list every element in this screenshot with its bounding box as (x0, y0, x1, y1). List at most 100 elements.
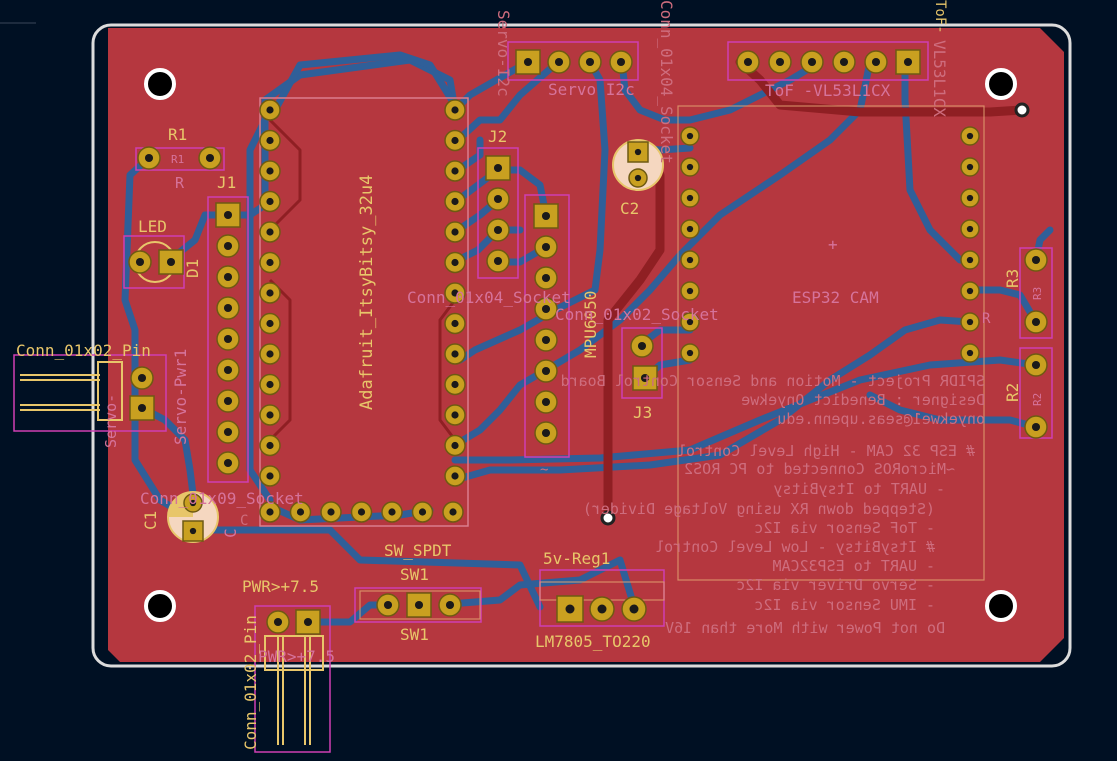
pad-drill (686, 194, 694, 202)
mir-tilde: ~ (540, 462, 548, 478)
pad-drill (166, 257, 176, 267)
pad-drill (449, 508, 457, 516)
pad-drill (686, 256, 694, 264)
reg-val: LM7805_TO220 (535, 632, 651, 651)
pad-drill (565, 604, 575, 614)
pad-drill (266, 197, 274, 206)
pad-drill (871, 57, 881, 67)
pad-drill (205, 153, 215, 163)
pad-drill (839, 57, 849, 67)
pwr-val: Conn_01x02_Pin (241, 615, 260, 750)
pad-drill (451, 411, 459, 419)
pad-drill (223, 303, 233, 313)
j2-val: Conn_01x04_Socket (407, 288, 571, 307)
c2-ref: C2 (620, 199, 639, 218)
pad-drill (541, 211, 551, 221)
pad-drill (266, 411, 274, 419)
pad-drill (266, 258, 274, 267)
j3-val: Conn_01x02_Socket (555, 305, 719, 324)
module-outlines (259, 97, 985, 620)
pad-drill (451, 289, 459, 297)
sw1-ref: SW1 (400, 565, 429, 584)
pad-drill (493, 256, 503, 266)
r1-fab: R (175, 174, 185, 192)
pad-drill (451, 258, 459, 267)
note-line: - UART to ESP32CAM (772, 557, 935, 575)
note-line: SPIDR Project - Motion and Sensor Contro… (561, 372, 985, 390)
pad-drill (414, 600, 424, 610)
tof-label: ToF -VL53L1CX (765, 81, 891, 100)
vias (600, 102, 1030, 526)
pad-drill (223, 210, 233, 220)
note-line: # ItsyBitsy - Low Level Control (655, 538, 935, 556)
pad-drill (266, 228, 274, 236)
silkscreen-labels: R1 R1 R LED D1 J1 Conn_01x09_Socket Serv… (16, 0, 1044, 750)
pad-drill (541, 273, 551, 283)
servo-pwr-val: Conn_01x02_Pin (16, 341, 151, 360)
r1-ref: R1 (168, 125, 187, 144)
pad-drill (451, 441, 459, 450)
pad-drill (451, 350, 459, 358)
capacitor-c2 (612, 139, 664, 191)
tof-top: ToF- (932, 0, 948, 34)
pad-drill (686, 318, 694, 326)
pad-drill (383, 600, 393, 610)
pad-drill (451, 228, 459, 236)
note-line: ~MicroROS Connected to PC ROS2 (684, 460, 955, 478)
pad-drill (686, 225, 694, 233)
pad-drill (303, 617, 313, 627)
conn-04-top: Conn_01x04_Socket (657, 0, 676, 164)
pad-drill (493, 163, 503, 173)
pad-drill (585, 57, 595, 67)
r2-fab: R2 (1031, 393, 1044, 406)
pwr-ref: PWR>+7.5 (242, 577, 319, 596)
pad-drill (629, 604, 639, 614)
pad-drill (634, 174, 642, 182)
pad-drill (1031, 360, 1041, 370)
pad-drill (966, 349, 974, 357)
pad-drill (266, 380, 274, 389)
mounting-holes (144, 68, 1017, 622)
servo-pwr-ref: Servo-Pwr1 (171, 349, 190, 445)
pad-drill (903, 57, 913, 67)
sw-val: SW_SPDT (384, 541, 452, 560)
pad-drill (266, 472, 274, 480)
r2-ref: R2 (1003, 383, 1022, 402)
pad-drill (775, 57, 785, 67)
pad-drill (223, 241, 233, 251)
pads (128, 49, 1048, 635)
pad-drill (743, 57, 753, 67)
pad-drill (966, 225, 974, 233)
j1-ref: J1 (217, 173, 236, 192)
pad-drill (273, 617, 283, 627)
pad-drill (1031, 317, 1041, 327)
pad-drill (266, 289, 274, 297)
r3-fab: R3 (1031, 287, 1044, 300)
servo-i2c-ref: Servo-I2c (494, 10, 513, 97)
design-notes: SPIDR Project - Motion and Sensor Contro… (561, 372, 985, 637)
pad-drill (1031, 255, 1041, 265)
pad-drill (807, 57, 817, 67)
pad-drill (637, 341, 647, 351)
j1-val: Conn_01x09_Socket (140, 489, 304, 508)
pad-drill (144, 153, 154, 163)
pad-drill (418, 508, 427, 516)
mpu-ref: MPU6050 (581, 291, 600, 358)
pad-drill (966, 132, 974, 140)
pad-drill (266, 508, 274, 516)
note-line: Do not Power with More than 16V (665, 619, 945, 637)
pad-drill (189, 499, 197, 507)
pad-drill (223, 272, 233, 282)
pad-drill (451, 380, 459, 389)
pad-drill (223, 458, 233, 468)
pad-drill (966, 163, 974, 171)
pad-drill (541, 242, 551, 252)
pad-drill (137, 373, 147, 383)
r-fab: R (982, 311, 991, 327)
esp-label: ESP32 CAM (792, 288, 879, 307)
pad-drill (266, 167, 274, 175)
pad-drill (223, 396, 233, 406)
pad-drill (223, 427, 233, 437)
pad-drill (266, 319, 274, 328)
